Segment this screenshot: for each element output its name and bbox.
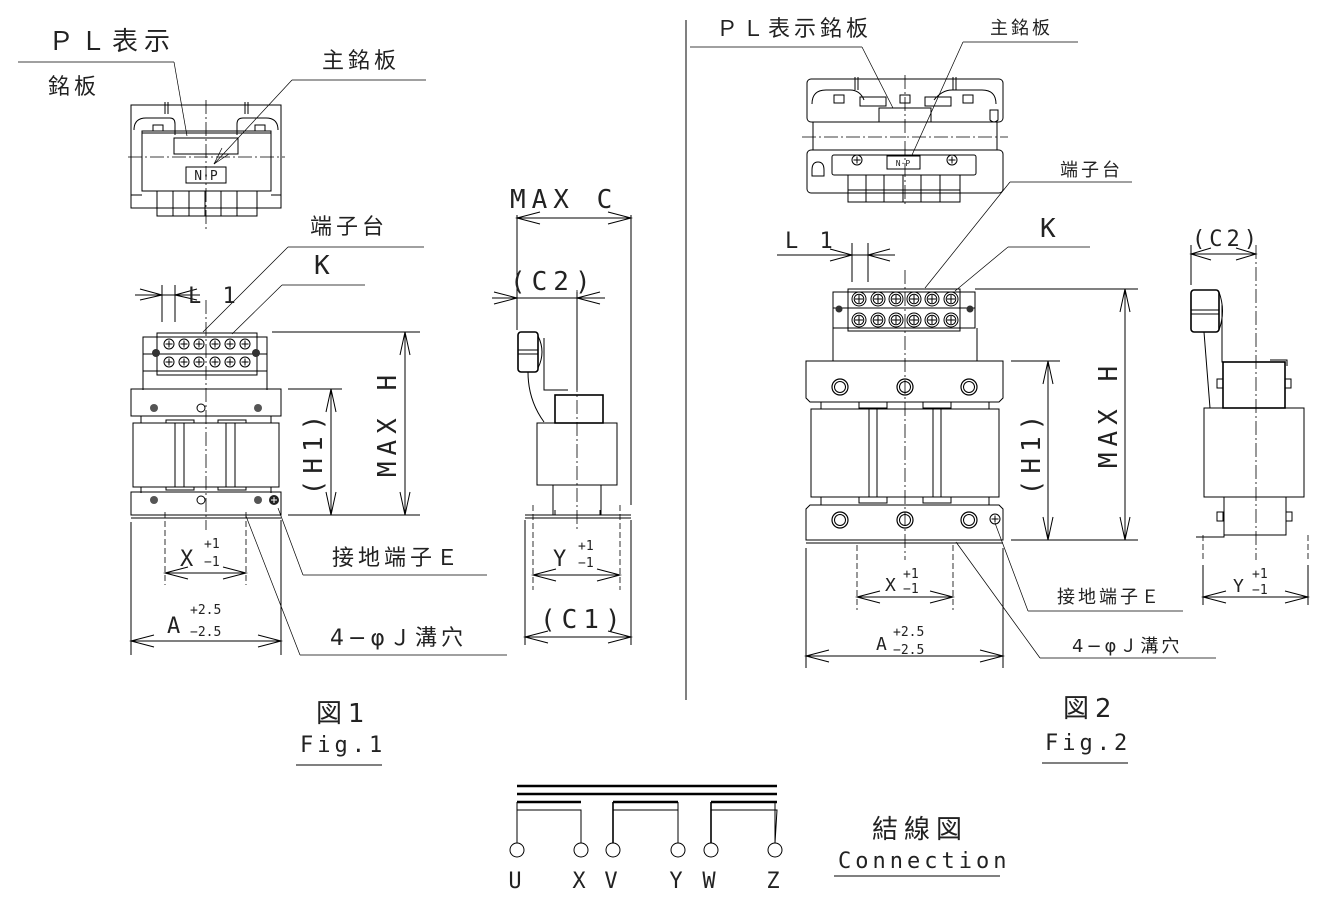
terminal-u-circle [509, 842, 525, 858]
fig2-terminal-block-label: 端子台 [1060, 160, 1123, 181]
fig2-front-view [777, 181, 1216, 668]
fig1-side-view [492, 211, 633, 645]
fig2-a-dim: A [876, 634, 890, 655]
terminal-w-circle [703, 842, 719, 858]
fig2-side-view [1189, 245, 1310, 605]
fig1-y-tol-minus: −1 [578, 556, 594, 571]
fig2-ground-terminal-label: 接地端子Ｅ [1057, 587, 1162, 608]
fig1-max-c-label: MAX C [510, 185, 618, 215]
fig2-top-view [690, 41, 1078, 205]
fig1-max-h-label: MAX H [373, 369, 403, 477]
fig1-c1-label: (C1) [540, 605, 627, 635]
fig1-l1-label: L 1 [188, 284, 240, 309]
fig1-h1-label: (H1) [299, 409, 329, 496]
fig2-y-tol-plus: +1 [1252, 567, 1268, 582]
fig1-caption-en: Fig.1 [300, 733, 386, 758]
fig1-caption-jp: 図1 [316, 699, 371, 729]
terminal-label-u: U [508, 869, 525, 894]
fig1-terminal-block-label: 端子台 [310, 215, 388, 240]
fig1-x-tol-minus: −1 [204, 555, 220, 570]
connection-title-jp: 結線図 [872, 815, 968, 845]
fig2-l1-label: L 1 [785, 229, 837, 254]
connection-diagram [509, 784, 783, 858]
terminal-label-v: V [604, 869, 621, 894]
fig2-caption-jp: 図2 [1063, 694, 1118, 724]
fig2-h1-label: (H1) [1017, 409, 1047, 496]
terminal-x-circle [573, 842, 589, 858]
fig2-caption-en: Fig.2 [1045, 731, 1131, 756]
terminal-y-circle [670, 842, 686, 858]
fig1-pl-label-line1: ＰＬ表示 [48, 27, 176, 57]
terminal-label-z: Z [766, 869, 783, 894]
fig1-slot-holes-label: 4−φＪ溝穴 [330, 626, 467, 651]
fig1-a-tol-plus: +2.5 [190, 603, 221, 618]
fig1-k-label: K [314, 251, 336, 281]
fig2-x-dim: X [885, 575, 899, 596]
fig2-pl-nameplate-label: ＰＬ表示銘板 [716, 17, 872, 42]
fig2-y-dim: Y [1233, 576, 1247, 597]
fig2-main-nameplate-label: 主銘板 [990, 18, 1053, 39]
fig1-np-plate-text: N·P [194, 169, 218, 184]
fig1-x-dim: X [180, 547, 197, 572]
fig2-x-tol-plus: +1 [903, 567, 919, 582]
fig2-slot-holes-label: 4−φＪ溝穴 [1072, 636, 1182, 657]
fig2-y-tol-minus: −1 [1252, 583, 1268, 598]
fig2-np-plate-text: N·P [896, 159, 911, 168]
fig1-y-dim: Y [553, 547, 570, 572]
fig2-k-label: K [1040, 214, 1062, 244]
terminal-label-w: W [702, 869, 719, 894]
terminal-z-circle [767, 842, 783, 858]
fig2-x-tol-minus: −1 [903, 582, 919, 597]
fig1-a-tol-minus: −2.5 [190, 625, 221, 640]
terminal-label-x: X [572, 869, 589, 894]
fig2-c2-label: (C2) [1192, 227, 1261, 252]
fig1-main-nameplate-label: 主銘板 [322, 49, 400, 74]
connection-title-en: Connection [838, 849, 1010, 874]
fig2-a-tol-minus: −2.5 [893, 643, 924, 658]
fig2-max-h-label: MAX H [1094, 360, 1124, 468]
fig2-a-tol-plus: +2.5 [893, 625, 924, 640]
fig1-y-tol-plus: +1 [578, 539, 594, 554]
fig1-a-dim: A [167, 614, 184, 639]
fig1-c2-label: (C2) [510, 267, 597, 297]
fig1-pl-label-line2: 銘板 [48, 75, 100, 100]
terminal-label-y: Y [669, 869, 686, 894]
fig1-front-view [129, 246, 507, 656]
terminal-v-circle [605, 842, 621, 858]
fig1-ground-terminal-label: 接地端子Ｅ [332, 546, 462, 571]
fig1-x-tol-plus: +1 [204, 537, 220, 552]
fig1-top-view [18, 61, 426, 230]
